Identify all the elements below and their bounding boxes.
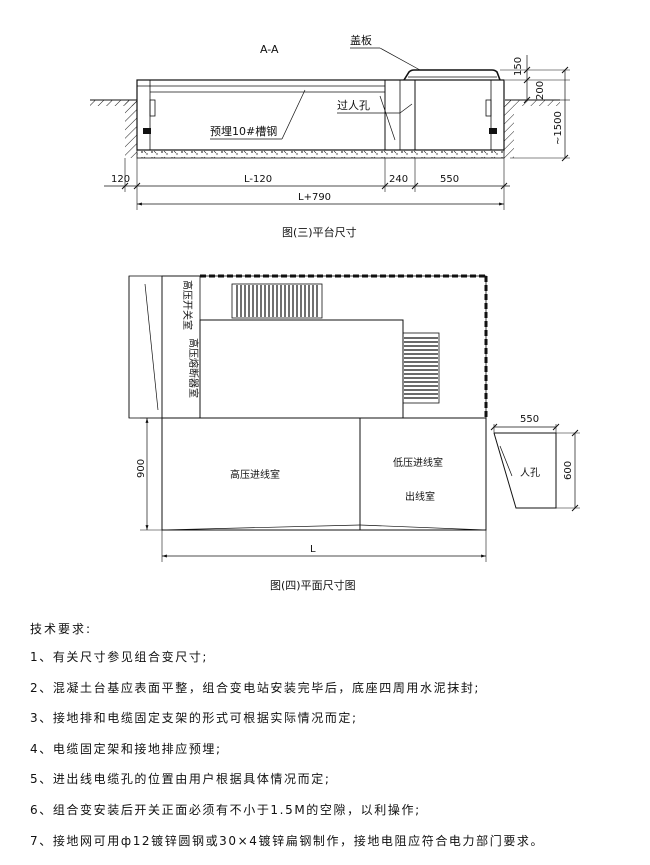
platform-outline	[136, 79, 505, 151]
right-wall-soil	[504, 100, 514, 158]
dim-240: 240	[389, 174, 408, 185]
note-item: 7、接地网可用ф12镀锌圆钢或30×4镀锌扁钢制作，接地电阻应符合电力部门要求。	[30, 833, 545, 848]
concrete-base	[136, 149, 505, 159]
dim-550-plan: 550	[520, 414, 539, 425]
note-item: 3、接地排和电缆固定支架的形式可根据实际情况而定;	[30, 711, 358, 726]
hv-inlet-room-label: 高压进线室	[230, 468, 280, 481]
dim-l-minus-120: L-120	[244, 174, 272, 185]
note-item: 1、有关尺寸参见组合变尺寸;	[30, 650, 209, 664]
manhole-pass-label: 过人孔	[337, 99, 370, 112]
outlet-room-label: 出线室	[405, 490, 435, 503]
dim-1500: ~1500	[553, 111, 564, 145]
cover-label: 盖板	[350, 33, 372, 47]
hv-fuse-room-label: 高压熔断器室	[187, 338, 200, 398]
radiator-right	[402, 332, 440, 404]
ground-right	[505, 99, 560, 106]
plan-caption: 图(四)平面尺寸图	[270, 578, 356, 592]
note-item: 5、进出线电缆孔的位置由用户根据具体情况而定;	[30, 772, 331, 787]
section-view: A-A 盖板	[90, 33, 570, 239]
dim-200: 200	[535, 81, 546, 100]
left-wall-soil	[125, 100, 137, 158]
radiator-top	[231, 283, 323, 319]
section-label: A-A	[260, 43, 279, 56]
channel-steel-label: 预埋10#槽钢	[210, 125, 277, 138]
dim-600: 600	[563, 461, 574, 480]
manhole-detail	[490, 423, 580, 512]
technical-requirements: 技术要求: 1、有关尺寸参见组合变尺寸; 2、混凝土台基应表面平整，组合变电站安…	[30, 620, 640, 864]
plan-view: 高压开关室 高压熔断器室 高压进线室 低压进线室 出线室 900 L	[128, 274, 580, 592]
dim-550: 550	[440, 174, 459, 185]
notes-list: 1、有关尺寸参见组合变尺寸; 2、混凝土台基应表面平整，组合变电站安装完毕后，底…	[30, 650, 640, 864]
hv-switch-room-label: 高压开关室	[181, 280, 194, 330]
section-caption: 图(三)平台尺寸	[282, 225, 357, 239]
note-item: 2、混凝土台基应表面平整，组合变电站安装完毕后，底座四周用水泥抹封;	[30, 680, 481, 695]
dim-l-plus-790: L+790	[298, 192, 331, 203]
dim-vertical-right	[500, 55, 570, 162]
lv-inlet-room-label: 低压进线室	[393, 456, 443, 469]
dim-120: 120	[111, 174, 130, 185]
manhole-label: 人孔	[520, 467, 540, 479]
dim-150: 150	[513, 57, 524, 76]
dim-l: L	[310, 544, 316, 555]
dim-900: 900	[136, 459, 147, 478]
note-item: 6、组合变安装后开关正面必须有不小于1.5M的空隙，以利操作;	[30, 802, 421, 817]
notes-heading: 技术要求:	[30, 622, 93, 636]
note-item: 4、电缆固定架和接地排应预埋;	[30, 741, 222, 756]
cover-plate	[403, 69, 501, 81]
dim-row-1	[104, 158, 510, 210]
